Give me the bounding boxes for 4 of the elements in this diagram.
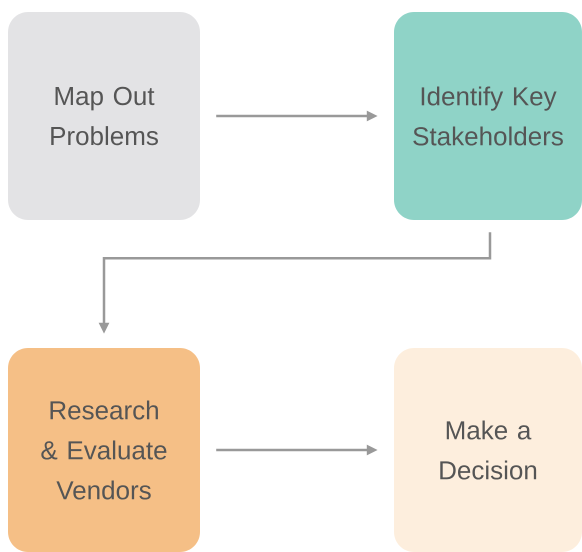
process-box: Make a Decision (394, 348, 582, 552)
process-box: Identify Key Stakeholders (394, 12, 582, 220)
process-box: Research & Evaluate Vendors (8, 348, 200, 552)
process-box: Map Out Problems (8, 12, 200, 220)
